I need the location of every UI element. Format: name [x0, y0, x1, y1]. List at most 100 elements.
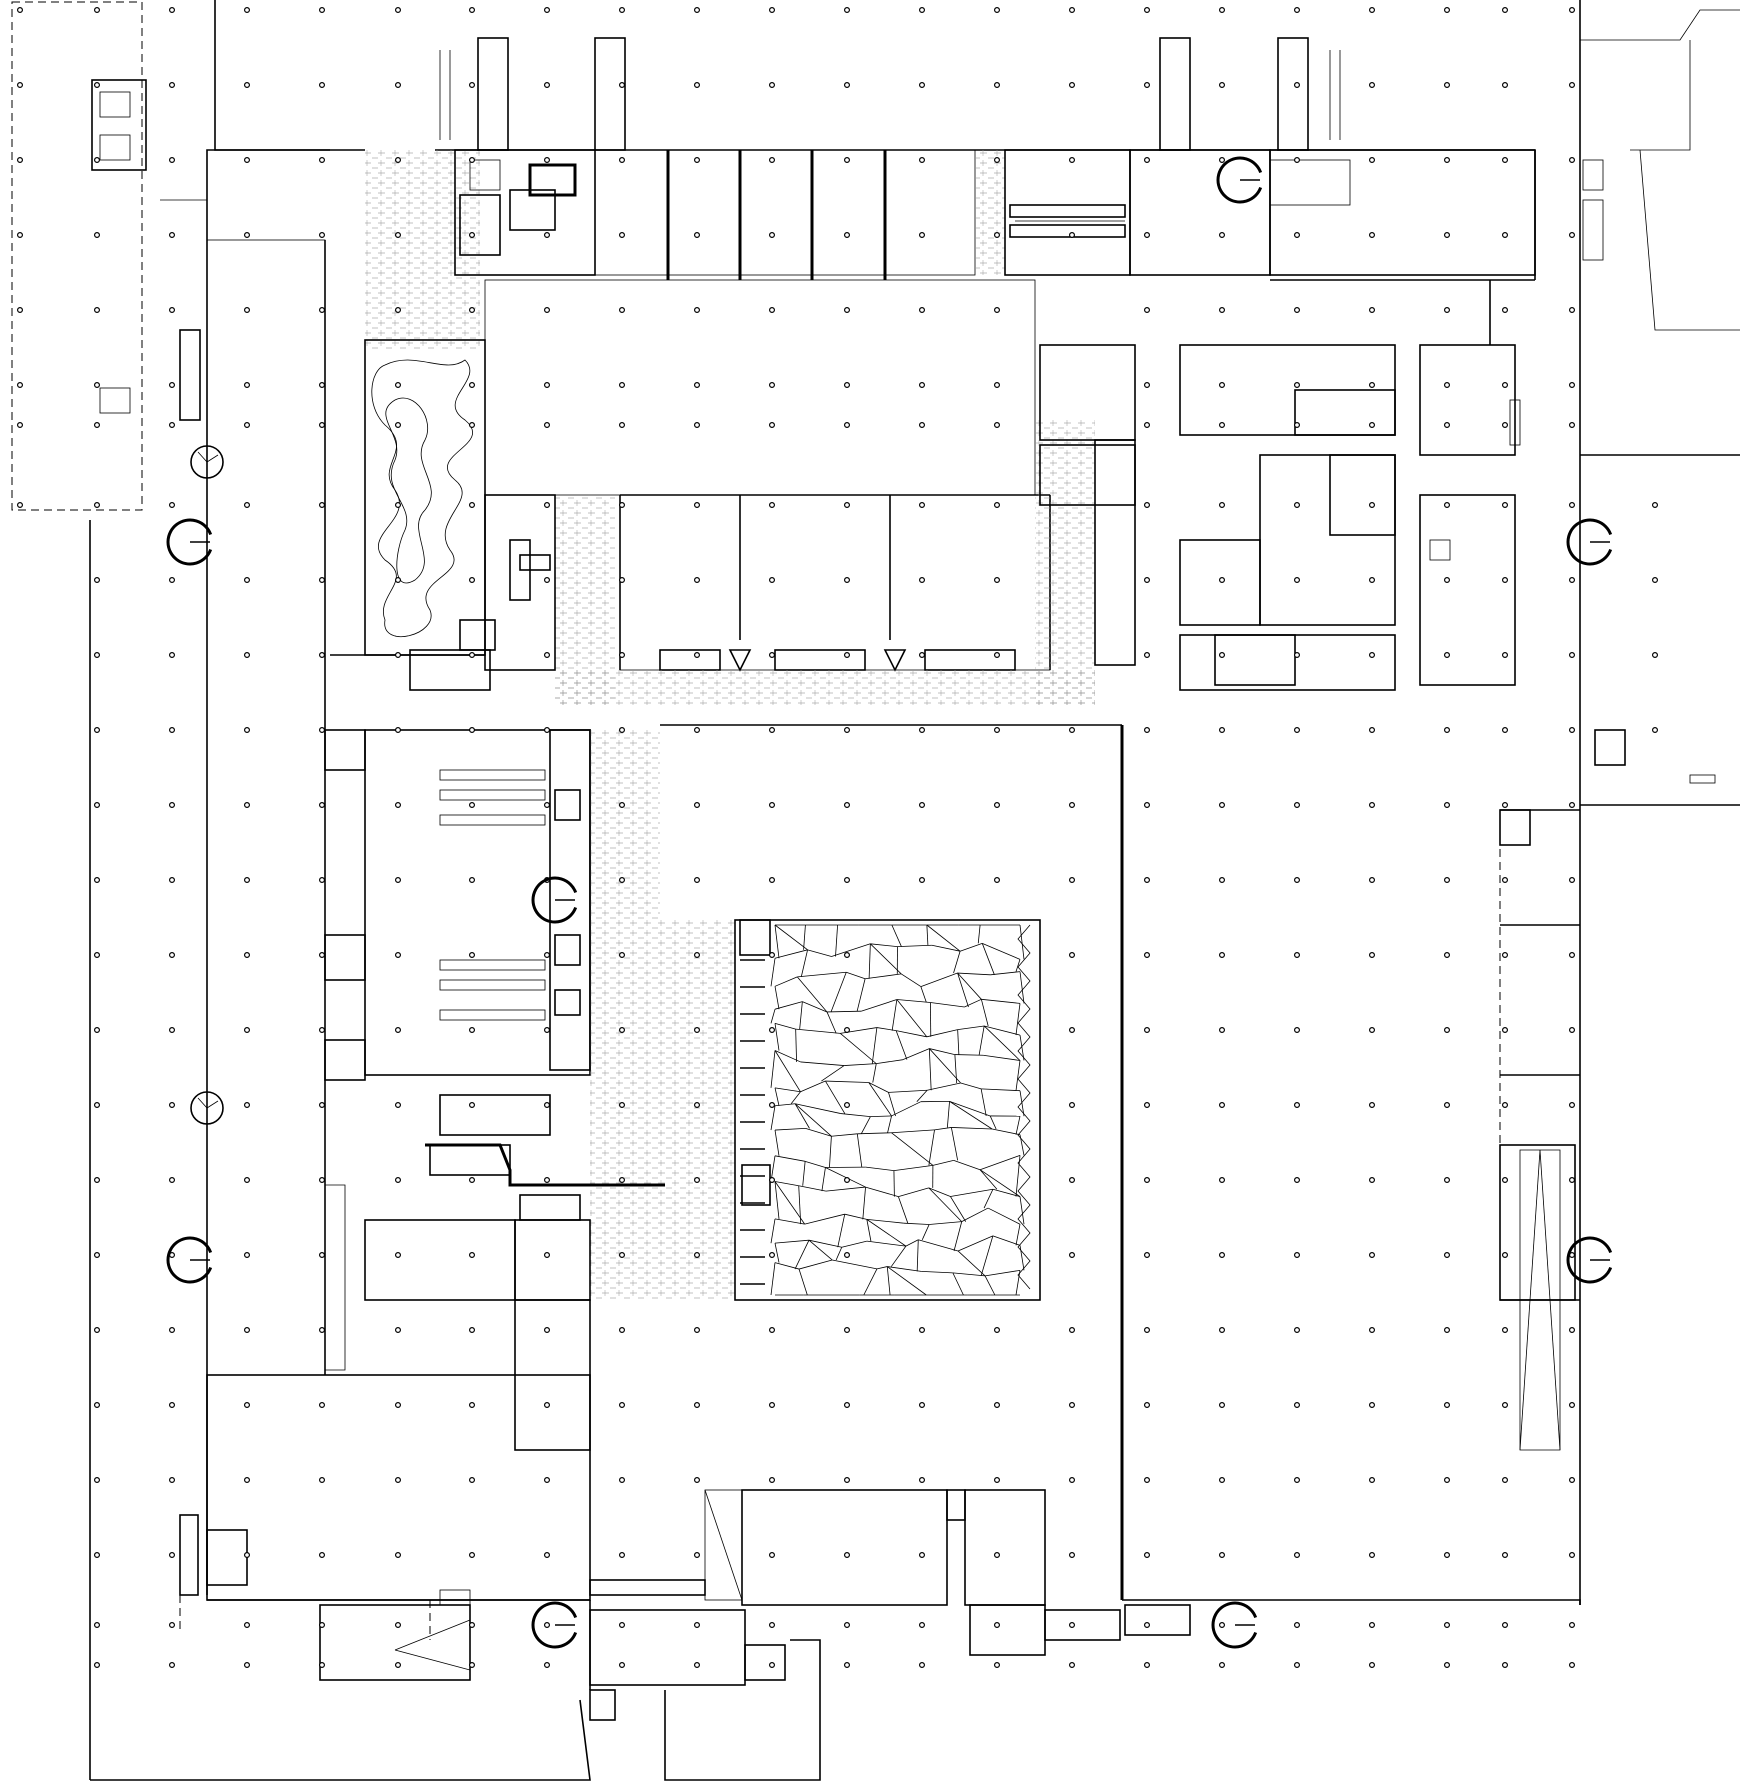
column-dot	[843, 157, 850, 164]
column-dot	[93, 1176, 100, 1183]
column-dot	[1368, 1026, 1375, 1033]
column-dot	[469, 502, 476, 509]
column-dot	[395, 1661, 402, 1668]
north-stairs	[439, 37, 1341, 151]
column-dot	[993, 651, 1000, 658]
column-dot	[843, 422, 850, 429]
column-dot	[1501, 951, 1508, 958]
column-dot	[993, 1621, 1000, 1628]
column-dot	[618, 81, 625, 88]
column-dot	[543, 81, 550, 88]
column-dot	[918, 1476, 925, 1483]
column-dot	[618, 382, 625, 389]
central-court	[484, 279, 1095, 705]
column-dot	[469, 801, 476, 808]
column-dot	[618, 422, 625, 429]
column-dot	[1143, 232, 1150, 239]
column-dot	[93, 232, 100, 239]
column-dot	[1368, 1251, 1375, 1258]
column-dot	[1443, 1026, 1450, 1033]
column-dot	[244, 232, 251, 239]
revolving-doors	[190, 445, 224, 1125]
column-dot	[469, 1476, 476, 1483]
column-dot	[395, 502, 402, 509]
column-dot	[1443, 307, 1450, 314]
column-dot	[1501, 1026, 1508, 1033]
column-dot	[395, 1326, 402, 1333]
column-dot	[93, 1661, 100, 1668]
column-dot	[618, 726, 625, 733]
column-dot	[395, 1101, 402, 1108]
column-dot	[1218, 1176, 1225, 1183]
column-dot	[169, 6, 176, 14]
column-dot	[93, 651, 100, 658]
column-dot	[768, 382, 775, 389]
column-dot	[395, 382, 402, 389]
column-dot	[395, 81, 402, 88]
column-dot	[768, 1026, 775, 1033]
column-dot	[469, 651, 476, 658]
column-dot	[543, 1326, 550, 1333]
column-dot	[244, 726, 251, 733]
column-dot	[768, 1401, 775, 1408]
column-dot	[1068, 726, 1075, 733]
column-dot	[319, 81, 326, 88]
column-dot	[693, 1551, 700, 1558]
column-dot	[693, 502, 700, 509]
column-dot	[319, 1101, 326, 1108]
column-dot	[543, 1251, 550, 1258]
column-dot	[1143, 1476, 1150, 1483]
column-dot	[1293, 651, 1300, 658]
column-dot	[319, 1326, 326, 1333]
column-dot	[1293, 232, 1300, 239]
column-dot	[993, 382, 1000, 389]
column-dot	[1443, 1101, 1450, 1108]
column-dot	[169, 502, 176, 509]
column-dot	[993, 307, 1000, 314]
column-dot	[244, 1551, 251, 1558]
column-dot	[993, 1476, 1000, 1483]
column-dot	[1568, 81, 1575, 88]
column-dot	[244, 576, 251, 583]
column-dot	[1368, 1401, 1375, 1408]
column-dot	[843, 726, 850, 733]
column-dot	[918, 876, 925, 883]
column-dot	[244, 1661, 251, 1668]
column-dot	[1068, 1401, 1075, 1408]
column-dot	[1368, 1661, 1375, 1668]
column-dot	[244, 81, 251, 88]
column-dot	[843, 1101, 850, 1108]
column-dot	[17, 157, 24, 164]
column-dot	[618, 576, 625, 583]
column-dot	[1068, 81, 1075, 88]
column-dot	[244, 1176, 251, 1183]
column-dot	[1143, 307, 1150, 314]
column-dot	[1293, 307, 1300, 314]
column-dot	[843, 502, 850, 509]
column-dot	[693, 576, 700, 583]
column-dot	[543, 1176, 550, 1183]
column-dot	[1218, 1326, 1225, 1333]
column-dot	[1368, 157, 1375, 164]
column-dot	[993, 801, 1000, 808]
column-dot	[395, 1251, 402, 1258]
column-dot	[693, 1251, 700, 1258]
column-dot	[618, 1401, 625, 1408]
column-dot	[1293, 876, 1300, 883]
column-dot	[1293, 726, 1300, 733]
column-dot	[395, 422, 402, 429]
column-dot	[244, 502, 251, 509]
column-dot	[1501, 81, 1508, 88]
column-dot	[1143, 1176, 1150, 1183]
column-dot	[768, 1661, 775, 1668]
column-dot	[843, 1326, 850, 1333]
column-dot	[469, 1251, 476, 1258]
column-dot	[1218, 1251, 1225, 1258]
column-dot	[169, 232, 176, 239]
column-dot	[1443, 801, 1450, 808]
column-dot	[319, 307, 326, 314]
column-dot	[768, 1476, 775, 1483]
column-dot	[768, 876, 775, 883]
column-dot	[543, 422, 550, 429]
column-dot	[1568, 1476, 1575, 1483]
